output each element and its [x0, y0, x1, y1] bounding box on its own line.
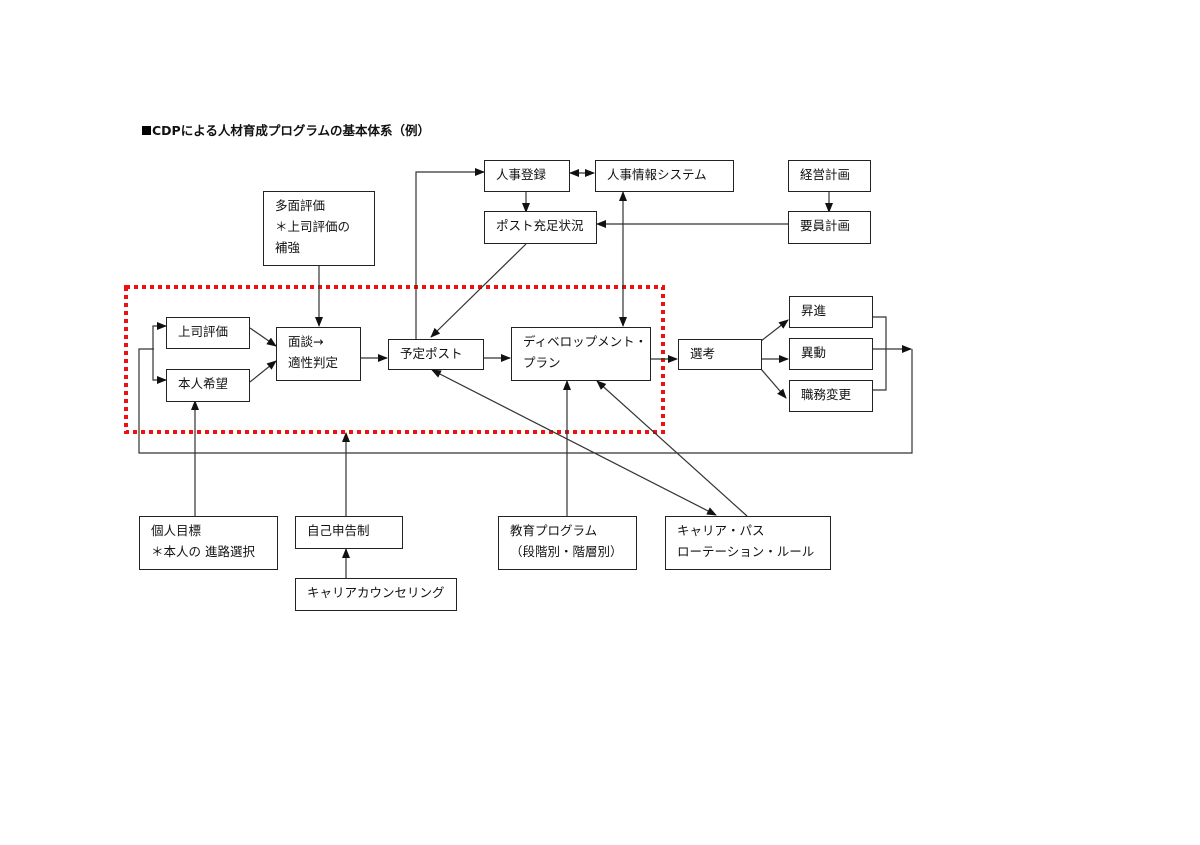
node-honnin-kibou: 本人希望 — [166, 369, 250, 402]
edge-honnin-mendan — [249, 360, 277, 383]
edge-feedback-branch-2 — [152, 349, 167, 384]
node-youin-keikaku: 要員計画 — [788, 211, 871, 244]
diagram-title: CDPによる人材育成プログラムの基本体系（例） — [142, 120, 430, 139]
edge-senkou-shokumu — [760, 368, 787, 399]
edge-senkou-shoushin — [760, 319, 789, 342]
node-tamen-hyouka: 多面評価 ＊上司評価の 補強 — [263, 191, 375, 266]
node-jiko-shinkoku: 自己申告制 — [295, 516, 403, 549]
edge-career-devplan — [596, 380, 748, 517]
node-kojin-mokuhyou: 個人目標 ＊本人の 進路選択 — [139, 516, 278, 570]
node-senkou: 選考 — [678, 339, 762, 370]
node-shoushin: 昇進 — [789, 296, 873, 328]
node-development-plan: ディベロップメント・ プラン — [511, 327, 651, 381]
edge-feedback-loop — [138, 348, 913, 454]
node-shokumu-henkou: 職務変更 — [789, 380, 873, 412]
node-mendan-tekisei: 面談→ 適性判定 — [276, 327, 361, 381]
node-keiei-keikaku: 経営計画 — [788, 160, 871, 192]
edge-career-yotei — [431, 369, 717, 516]
node-career-path: キャリア・パス ローテーション・ルール — [665, 516, 831, 570]
node-kyouiku-program: 教育プログラム （段階別・階層別） — [498, 516, 637, 570]
node-career-counseling: キャリアカウンセリング — [295, 578, 457, 611]
edge-juusoku-yotei — [430, 243, 527, 338]
node-yotei-post: 予定ポスト — [388, 339, 484, 370]
square-bullet-icon — [142, 126, 151, 135]
node-jinji-jouhou-system: 人事情報システム — [595, 160, 734, 192]
node-idou: 異動 — [789, 338, 873, 370]
node-post-juusoku: ポスト充足状況 — [484, 211, 597, 244]
edge-yotei-touroku — [415, 168, 485, 339]
edge-shoushin-merge — [872, 316, 887, 391]
edge-feedback-branch — [152, 322, 167, 349]
node-jinji-touroku: 人事登録 — [484, 160, 570, 192]
edge-joushi-mendan — [249, 327, 277, 347]
node-joushi-hyouka: 上司評価 — [166, 317, 250, 349]
